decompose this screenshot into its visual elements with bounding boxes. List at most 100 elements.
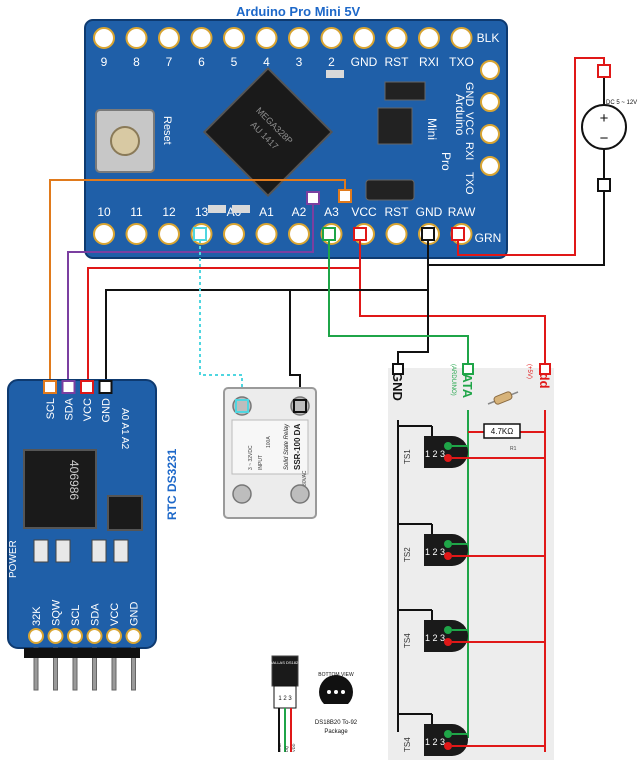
relay-input-range: 3 ~ 32VDC — [248, 445, 254, 470]
bus-data-note: (ARDUINO) — [450, 364, 456, 396]
arduino-title: Arduino Pro Mini 5V — [236, 4, 361, 19]
crystal — [384, 81, 426, 101]
arduino-top-pin-label: TXO — [449, 55, 474, 69]
arduino-bottom-pin-label: VCC — [351, 205, 377, 219]
arduino-top-pin-label: 7 — [166, 55, 173, 69]
arduino-top-hole — [125, 27, 148, 49]
relay-rating: 100A — [266, 436, 272, 448]
relay-screw-1 — [232, 396, 252, 416]
wire-dc-positive — [457, 57, 605, 256]
relay-terminal-gnd — [293, 399, 307, 413]
reset-label: Reset — [161, 116, 173, 145]
rtc-chip-text: 406986 — [67, 460, 81, 500]
arduino-top-pin-label: GND — [351, 55, 378, 69]
sensor-panel — [388, 368, 554, 760]
arduino-top-hole — [190, 27, 213, 49]
sensor-name: TS2 — [403, 547, 412, 562]
arduino-side-hole — [480, 156, 500, 176]
dc-source-minus: − — [600, 130, 609, 147]
arduino-top-hole — [450, 27, 473, 49]
arduino-bottom-hole — [255, 223, 278, 245]
sensor-body — [424, 620, 468, 652]
terminal-a2 — [306, 191, 320, 205]
sensor-vdd-pin — [444, 638, 452, 646]
atmega-chip: MEGA328P AU 1417 — [202, 66, 334, 198]
arduino-bottom-pin-label: 13 — [195, 205, 209, 219]
arduino-top-pin-label: RXI — [419, 55, 439, 69]
package-pin-numbers: 1 2 3 — [278, 696, 292, 702]
sensor-1: 1 2 3 TS1 — [398, 425, 545, 468]
right-pin-label-txo: TXO — [463, 172, 475, 195]
relay-load-range: 24 ~ 380VAC — [302, 470, 308, 500]
wire-relay-signal — [199, 234, 243, 398]
wire-dc-negative — [428, 191, 605, 266]
rtc-led-1 — [33, 539, 49, 563]
arduino-top-pin-label: 4 — [263, 55, 270, 69]
rtc-led-2 — [55, 539, 71, 563]
pull-up-resistor — [483, 423, 521, 439]
arduino-side-hole — [480, 60, 500, 80]
arduino-bottom-hole — [288, 223, 310, 245]
rtc-bottom-pin-label: SCL — [70, 605, 82, 626]
bus-terminal-vdd — [539, 363, 551, 375]
sensor-pin-numbers: 1 2 3 — [425, 633, 445, 643]
rtc-top-terminal — [98, 380, 113, 394]
rtc-bottom-pin-holes — [28, 628, 142, 644]
resistor-sub: R1 — [510, 446, 517, 452]
sensor-pin-numbers: 1 2 3 — [425, 547, 445, 557]
arduino-bottom-pin-label: RST — [385, 205, 410, 219]
rtc-bottom-hole — [106, 628, 122, 644]
regulator — [377, 107, 413, 145]
sensor-pin-numbers: 1 2 3 — [425, 449, 445, 459]
sensor-vdd-pin — [444, 552, 452, 560]
sensor-body — [424, 436, 468, 468]
arduino-side-text-3: Mini — [425, 118, 439, 140]
terminal-13 — [193, 227, 207, 241]
rtc-eeprom-chip — [107, 495, 143, 531]
arduino-bottom-pin-label: GRN — [475, 231, 502, 245]
arduino-top-pin-label: 6 — [198, 55, 205, 69]
package-bottom-flat — [319, 704, 353, 710]
arduino-top-pin-label: 9 — [101, 55, 108, 69]
sensor-name: TS4 — [403, 633, 412, 648]
smd-2 — [232, 205, 250, 213]
terminal-vcc — [353, 227, 367, 241]
rtc-bottom-hole — [125, 628, 142, 644]
arduino-top-hole — [418, 27, 440, 49]
rtc-bottom-pin-label: SDA — [90, 603, 102, 626]
right-pin-label-vcc: VCC — [463, 112, 475, 135]
rtc-bottom-hole — [28, 628, 44, 644]
sensor-name: TS1 — [403, 449, 412, 464]
package-caption-1: DS18B20 To-92 — [315, 720, 358, 726]
wire-gnd-bus — [397, 290, 429, 368]
rtc-header-strip — [24, 648, 140, 658]
dc-source-plus: + — [600, 110, 609, 127]
arduino-top-pin-label: 5 — [231, 55, 238, 69]
arduino-top-pin-label: RST — [385, 55, 410, 69]
ds18b20-package: DALLAS DS1820 1 2 3 GND DQ VDD BOTTOM VI… — [270, 655, 358, 752]
rtc-title: RTC DS3231 — [165, 448, 179, 520]
arduino-bottom-hole — [385, 223, 408, 245]
arduino-top-hole — [320, 27, 343, 49]
rtc-top-terminal — [43, 380, 57, 394]
relay-brand: Solid State Relay — [284, 423, 290, 470]
arduino-bottom-pin-label: A3 — [324, 205, 339, 219]
sensor-pin-numbers: 1 2 3 — [425, 737, 445, 747]
rtc-top-pin-label: SDA — [64, 397, 76, 420]
arduino-top-hole — [255, 27, 278, 49]
arduino-top-hole — [353, 27, 375, 49]
wire-scl — [49, 179, 346, 386]
dc-power-supply: + − DC 5 ~ 12V — [581, 64, 637, 192]
arduino-side-hole — [480, 92, 500, 112]
rtc-bottom-hole — [67, 628, 83, 644]
package-bottom-pin-1 — [327, 690, 331, 694]
resistor-photo — [487, 391, 519, 405]
arduino-top-hole — [385, 27, 408, 49]
arduino-side-text-2: Pro — [439, 152, 453, 171]
bus-terminal-gnd — [392, 363, 404, 375]
arduino-top-pin-label: 3 — [296, 55, 303, 69]
solid-state-relay: SSR-100 DA Solid State Relay 100A INPUT … — [223, 387, 317, 519]
package-bottom-pin-2 — [334, 690, 338, 694]
arduino-bottom-hole — [158, 223, 180, 245]
rtc-top-terminal — [61, 380, 76, 394]
